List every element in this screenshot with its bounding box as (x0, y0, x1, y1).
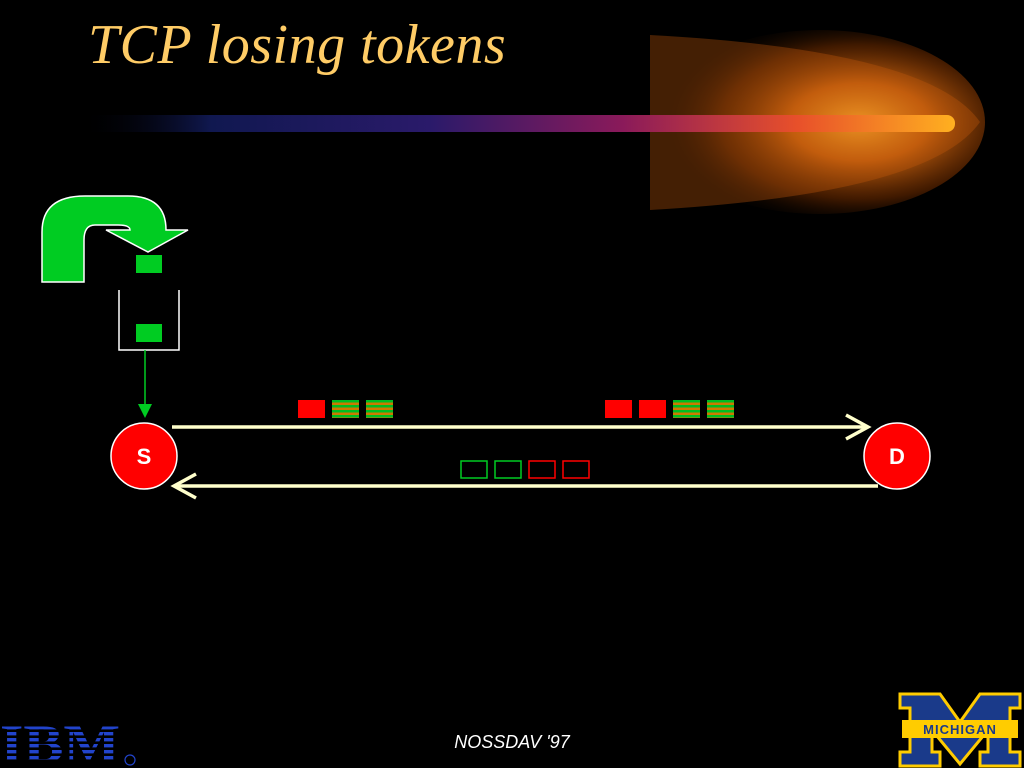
destination-node-label: D (889, 444, 905, 469)
falling-token (136, 255, 162, 273)
source-node: S (110, 422, 178, 490)
data-packet-striped (673, 400, 700, 418)
data-packet-red (298, 400, 325, 418)
ack-packet-red (528, 460, 556, 479)
reverse-link-arrowhead (170, 472, 197, 500)
data-packet-striped (707, 400, 734, 418)
data-packet-striped (366, 400, 393, 418)
michigan-logo: MICHIGAN (896, 692, 1024, 768)
svg-text:IBM: IBM (0, 714, 120, 768)
bucket-to-source-arrowhead (138, 404, 152, 418)
svg-text:MICHIGAN: MICHIGAN (923, 722, 997, 737)
slide-title: TCP losing tokens (88, 14, 507, 76)
ack-packet-green (460, 460, 488, 479)
comet-decoration (80, 30, 985, 214)
forward-link-arrowhead (845, 413, 872, 441)
source-node-label: S (137, 444, 152, 469)
destination-node: D (863, 422, 931, 490)
slide-footer: NOSSDAV '97 (454, 732, 570, 752)
ack-packet-red (562, 460, 590, 479)
bucket-token (136, 324, 162, 342)
recycle-arrow-icon (41, 195, 189, 283)
ack-packet-green (494, 460, 522, 479)
data-packet-striped (332, 400, 359, 418)
ibm-logo: IBM (0, 714, 140, 768)
data-packet-red (639, 400, 666, 418)
token-bucket (118, 290, 180, 351)
data-packet-red (605, 400, 632, 418)
